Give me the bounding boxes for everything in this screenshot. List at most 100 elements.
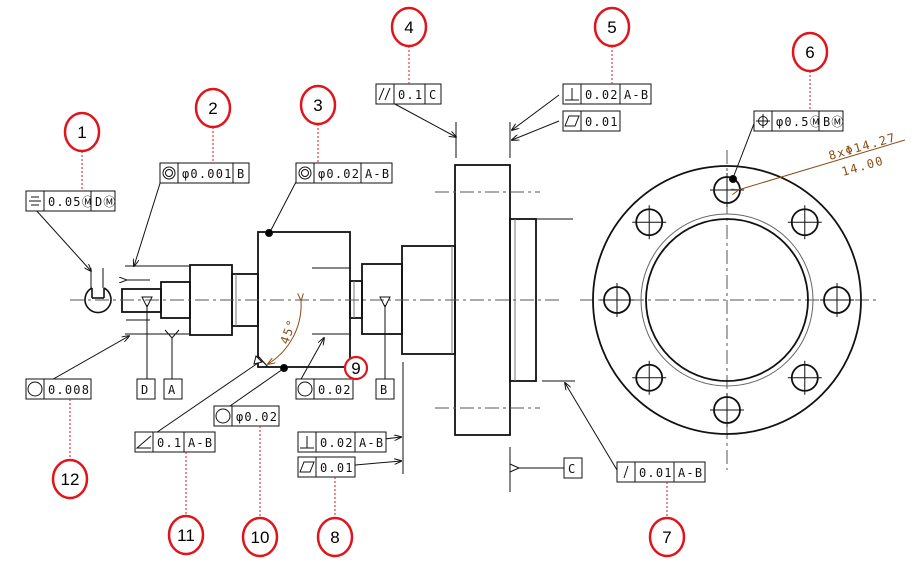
perpendicularity-icon — [565, 88, 579, 101]
centerlines — [70, 150, 880, 470]
fcf-5-secondary: 0.01 — [562, 110, 621, 132]
callout-bubble-10[interactable]: 10 — [241, 426, 279, 558]
datum-reference: A-B — [624, 88, 649, 102]
tolerance-value: 0.1 — [157, 436, 182, 450]
svg-text:C: C — [568, 462, 576, 476]
circularity-icon — [297, 381, 313, 397]
tolerance-value: 0.02 — [320, 436, 354, 450]
callout-number: 5 — [607, 18, 616, 37]
svg-text:A: A — [168, 383, 176, 397]
datum-reference: C — [429, 88, 437, 102]
tolerance-value: φ0.5Ⓜ — [776, 115, 823, 129]
callout-bubble-6[interactable]: 6 — [791, 31, 829, 111]
callout-number: 3 — [313, 96, 322, 115]
circularity-icon — [215, 408, 231, 424]
tolerance-value: φ0.02 — [236, 410, 278, 424]
bolt-hole — [600, 283, 634, 317]
bolt-holes — [600, 173, 854, 427]
hole-callout: 8xΦ14.27 14.00 — [738, 130, 906, 190]
datum-boxes: D A B C — [136, 378, 583, 479]
perpendicularity-icon — [300, 436, 314, 449]
callout-bubble-8[interactable]: 8 — [316, 477, 354, 558]
datum-reference: A-B — [678, 466, 703, 480]
flatness-icon — [564, 115, 580, 127]
flange-boss — [509, 218, 537, 382]
fcf-12: 0.008 — [25, 378, 92, 400]
svg-text:B: B — [380, 383, 388, 397]
tolerance-value: φ0.02 — [318, 167, 360, 181]
front-view — [592, 165, 862, 435]
callout-bubble-1[interactable]: 1 — [63, 111, 101, 191]
callout-bubble-9[interactable]: 9 — [343, 355, 369, 381]
concentricity-icon — [298, 166, 312, 180]
callout-number: 7 — [662, 528, 671, 547]
tolerance-value: 0.01 — [320, 461, 354, 475]
tolerance-value: 0.01 — [585, 115, 619, 129]
flange-outer — [592, 165, 862, 435]
fcf-2: φ0.001 B — [159, 162, 250, 184]
datum-D: D — [136, 378, 156, 400]
shaft-step-3 — [361, 263, 403, 335]
datum-reference: DⓂ — [95, 195, 117, 209]
fcf-10: φ0.02 — [213, 405, 280, 427]
fcf-3: φ0.02 A-B — [295, 162, 393, 184]
fcf-8-secondary: 0.01 — [297, 456, 356, 478]
callout-bubble-12[interactable]: 12 — [51, 399, 89, 500]
concentricity-icon — [162, 166, 176, 180]
svg-text:D: D — [141, 383, 149, 397]
keyed-end-view — [84, 268, 112, 314]
datum-C: C — [563, 457, 583, 479]
position-icon — [756, 114, 770, 128]
callout-number: 11 — [177, 526, 195, 545]
tolerance-value: φ0.001 — [182, 167, 233, 181]
flatness-icon — [299, 461, 315, 473]
callout-bubble-4[interactable]: 4 — [390, 6, 428, 84]
fcf-7: 0.01 A-B — [616, 461, 706, 483]
callout-bubble-11[interactable]: 11 — [167, 452, 205, 556]
callout-bubble-2[interactable]: 2 — [194, 87, 232, 163]
datum-reference: A-B — [359, 436, 384, 450]
callout-bubble-3[interactable]: 3 — [299, 84, 337, 163]
callout-bubble-7[interactable]: 7 — [648, 482, 686, 558]
parallelism-icon — [378, 87, 391, 101]
callout-number: 1 — [77, 123, 86, 142]
fcf-9: 0.02 — [295, 378, 354, 400]
datum-reference: A-B — [188, 436, 213, 450]
datum-B: B — [375, 378, 395, 400]
callout-number: 9 — [351, 359, 360, 378]
fcf-11: 0.1 A-B — [134, 431, 216, 453]
symmetry-icon — [29, 196, 41, 206]
callout-number: 8 — [330, 528, 339, 547]
datum-reference: A-B — [365, 167, 390, 181]
datum-reference: BⓂ — [823, 115, 845, 129]
callout-bubble-5[interactable]: 5 — [593, 6, 631, 84]
tolerance-value: 0.1 — [398, 88, 423, 102]
tolerance-value: 0.02 — [318, 383, 352, 397]
bolt-hole — [632, 360, 667, 395]
callout-number: 6 — [805, 43, 814, 62]
datum-reference: B — [237, 167, 245, 181]
callout-number: 12 — [61, 470, 80, 489]
bolt-hole — [710, 393, 744, 427]
callout-number: 10 — [251, 528, 270, 547]
datum-A: A — [163, 378, 183, 400]
bolt-hole — [820, 283, 854, 317]
angle-dimension: 45° — [268, 300, 301, 364]
circular-runout-icon — [623, 465, 629, 479]
flange-recess — [640, 213, 814, 387]
tolerance-value: 0.01 — [639, 466, 673, 480]
angularity-icon — [135, 435, 152, 449]
circularity-icon — [27, 381, 43, 397]
tolerance-value: 0.05Ⓜ — [48, 195, 95, 209]
callout-number: 2 — [208, 99, 217, 118]
tolerance-value: 0.008 — [48, 383, 90, 397]
bolt-hole — [632, 205, 667, 240]
fcf-4: 0.1 C — [375, 83, 442, 105]
bolt-hole — [787, 205, 822, 240]
